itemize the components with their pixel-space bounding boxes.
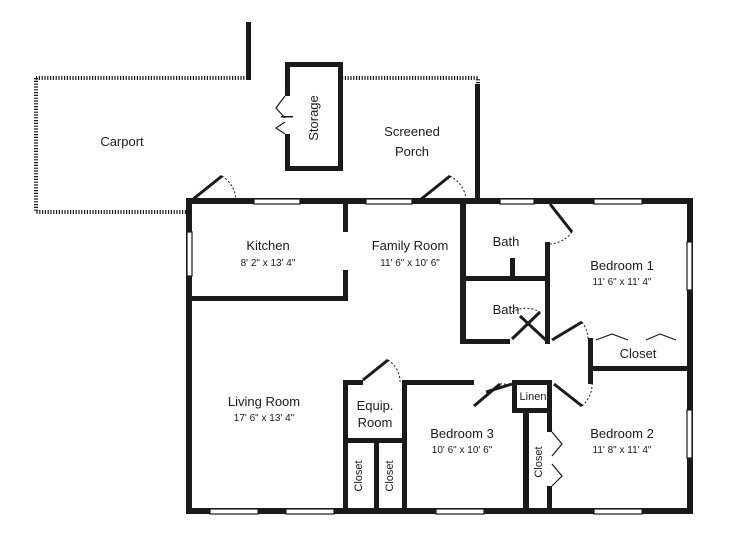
family-room-dims: 11' 6" x 10' 6" (380, 258, 440, 269)
storage-label: Storage (306, 95, 321, 141)
equip-room-line1: Equip. (357, 398, 394, 413)
porch-label-line1: Screened (384, 124, 440, 139)
bath-lower-label: Bath (493, 302, 520, 317)
kitchen-label: Kitchen (246, 238, 289, 253)
bedroom2-dims: 11' 8" x 11' 4" (593, 445, 652, 456)
family-room-label: Family Room (372, 238, 449, 253)
porch-outline (342, 76, 480, 200)
bedroom1-dims: 11' 6" x 11' 4" (593, 277, 652, 288)
living-room-label: Living Room (228, 394, 300, 409)
bedroom3-dims: 10' 6" x 10' 6" (432, 445, 493, 456)
bedroom3-label: Bedroom 3 (430, 426, 494, 441)
closet-bed2-label: Closet (533, 446, 545, 477)
windows (186, 198, 693, 515)
labels: Carport Storage Screened Porch Kitchen 8… (100, 95, 656, 491)
living-room-dims: 17' 6" x 13' 4" (234, 413, 295, 424)
kitchen-dims: 8' 2" x 13' 4" (241, 258, 296, 269)
carport-outline (34, 76, 248, 214)
doors (191, 174, 593, 408)
bedroom1-label: Bedroom 1 (590, 258, 654, 273)
closet-b-label: Closet (384, 460, 396, 491)
closet-a-label: Closet (353, 460, 365, 491)
porch-label-line2: Porch (395, 144, 429, 159)
linen-label: Linen (520, 391, 547, 403)
equip-room-line2: Room (358, 415, 393, 430)
closet-bed1-label: Closet (620, 346, 657, 361)
bath-upper-label: Bath (493, 234, 520, 249)
closet-doors (274, 95, 677, 487)
carport-label: Carport (100, 134, 144, 149)
bedroom2-label: Bedroom 2 (590, 426, 654, 441)
